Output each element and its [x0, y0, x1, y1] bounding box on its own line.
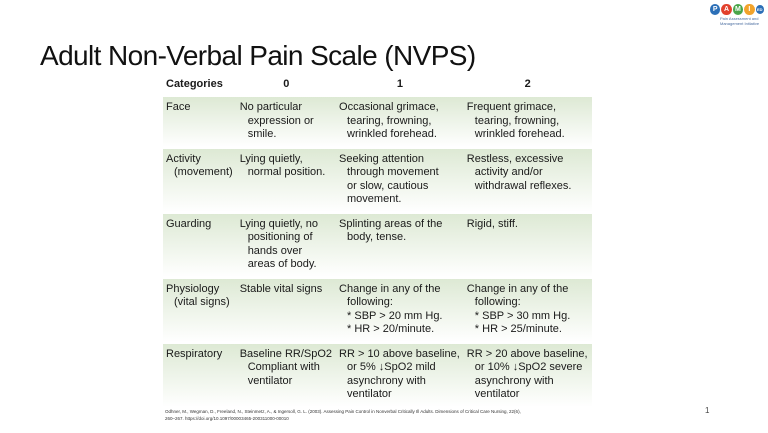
cell-line: Baseline RR/SpO2 [239, 347, 333, 360]
page-number: 1 [705, 406, 710, 415]
citation-line: 260–267. https://doi.org/10.1097/0000346… [165, 416, 289, 421]
cell-line: ventilator [474, 388, 520, 400]
cell-line: areas of body. [247, 258, 317, 270]
category-cell: Guarding [163, 211, 237, 278]
cell-line: Frequent grimace, [466, 101, 557, 113]
cell-line: or 10% ↓SpO2 severe [474, 361, 583, 373]
logo-subtitle-line: Pain Assessment and [720, 16, 759, 21]
cell-line: (movement) [174, 166, 233, 178]
cell-line: smile. [247, 128, 277, 140]
cell-line: Seeking attention [339, 152, 425, 165]
logo-letter: P [710, 4, 721, 15]
cell-line: RR > 10 above baseline, [339, 347, 460, 360]
cell-line: wrinkled forehead. [347, 128, 437, 140]
logo-subtitle: Pain Assessment and Management Initiativ… [720, 16, 764, 26]
cell-line: wrinkled forehead. [474, 128, 565, 140]
cell-line: body, tense. [347, 231, 407, 243]
cell-line: withdrawal reflexes. [474, 179, 572, 192]
cell-line: Compliant with [247, 361, 320, 373]
cell-line: Change in any of the [339, 282, 441, 295]
cell-line: through movement [347, 166, 439, 178]
cell-line: ventilator [347, 388, 392, 400]
category-cell: Activity(movement) [163, 146, 237, 213]
cell-line: Stable vital signs [239, 282, 323, 295]
cell-line: Activity [166, 152, 201, 165]
logo-letter: A [721, 4, 732, 15]
pami-logo: P A M I ED Pain Assessment and Managemen… [710, 4, 764, 34]
cell-line: following: [474, 296, 521, 308]
cell-line: normal position. [247, 166, 326, 178]
cell-line: tearing, frowning, [347, 114, 432, 127]
category-cell: Respiratory [163, 341, 237, 407]
cell-line: * HR > 25/minute. [474, 323, 562, 335]
cell-line: following: [347, 296, 393, 308]
header-categories: Categories [163, 74, 237, 96]
cell-line: Face [166, 101, 191, 113]
header-score-0: 0 [236, 74, 337, 96]
category-cell: Face [163, 95, 237, 148]
cell-line: asynchrony with [474, 374, 554, 387]
cell-line: movement. [347, 193, 402, 205]
cell-line: Lying quietly, [239, 152, 303, 165]
cell-line: asynchrony with [347, 374, 426, 387]
cell-line: RR > 20 above baseline, [466, 347, 588, 360]
cell-line: Occasional grimace, [339, 101, 439, 113]
cell-line: Change in any of the [466, 282, 569, 295]
cell-line: tearing, frowning, [474, 114, 560, 127]
cell-line: (vital signs) [174, 296, 230, 308]
cell-line: * HR > 20/minute. [347, 323, 435, 335]
cell-line: * SBP > 30 mm Hg. [474, 309, 571, 322]
cell-line: Physiology [166, 282, 220, 295]
cell-line: * SBP > 20 mm Hg. [347, 309, 443, 322]
score-0-cell: Stable vital signs [236, 276, 337, 343]
cell-line: hands over [247, 244, 303, 257]
logo-letters: P A M I ED [710, 4, 764, 15]
score-2-cell: Rigid, stiff. [463, 211, 592, 278]
header-score-2: 2 [463, 74, 592, 96]
cell-line: Splinting areas of the [339, 217, 443, 230]
cell-line: No particular [239, 101, 303, 113]
slide-title: Adult Non-Verbal Pain Scale (NVPS) [40, 40, 476, 71]
header-score-1: 1 [336, 74, 464, 96]
score-0-cell: Lying quietly,normal position. [236, 146, 337, 213]
cell-line: Restless, excessive [466, 152, 564, 165]
cell-line: or slow, cautious [347, 179, 429, 192]
score-2-cell: Frequent grimace,tearing, frowning,wrink… [463, 95, 592, 148]
citation: Odhner, M., Wegman, D., Freeland, N., St… [165, 408, 605, 422]
cell-line: Guarding [166, 217, 212, 230]
score-2-cell: RR > 20 above baseline,or 10% ↓SpO2 seve… [463, 341, 592, 407]
table-row: Physiology(vital signs)Stable vital sign… [163, 276, 592, 343]
logo-subtitle-line: Management Initiative [720, 21, 760, 26]
logo-letter: I [744, 4, 755, 15]
cell-line: expression or [247, 114, 314, 127]
score-1-cell: Occasional grimace,tearing, frowning,wri… [336, 95, 464, 148]
cell-line: Lying quietly, no [239, 217, 318, 230]
cell-line: or 5% ↓SpO2 mild [347, 361, 436, 373]
table-row: Activity(movement)Lying quietly,normal p… [163, 146, 592, 213]
logo-letter: ED [755, 5, 764, 14]
logo-letter: M [732, 4, 744, 15]
cell-line: positioning of [247, 231, 313, 243]
cell-line: ventilator [247, 374, 293, 387]
citation-line: Odhner, M., Wegman, D., Freeland, N., St… [165, 409, 521, 414]
cell-line: Rigid, stiff. [466, 217, 518, 230]
table-header-row: Categories 0 1 2 [163, 74, 592, 96]
cell-line: activity and/or [474, 166, 543, 178]
cell-line: Respiratory [166, 347, 223, 360]
category-cell: Physiology(vital signs) [163, 276, 237, 343]
